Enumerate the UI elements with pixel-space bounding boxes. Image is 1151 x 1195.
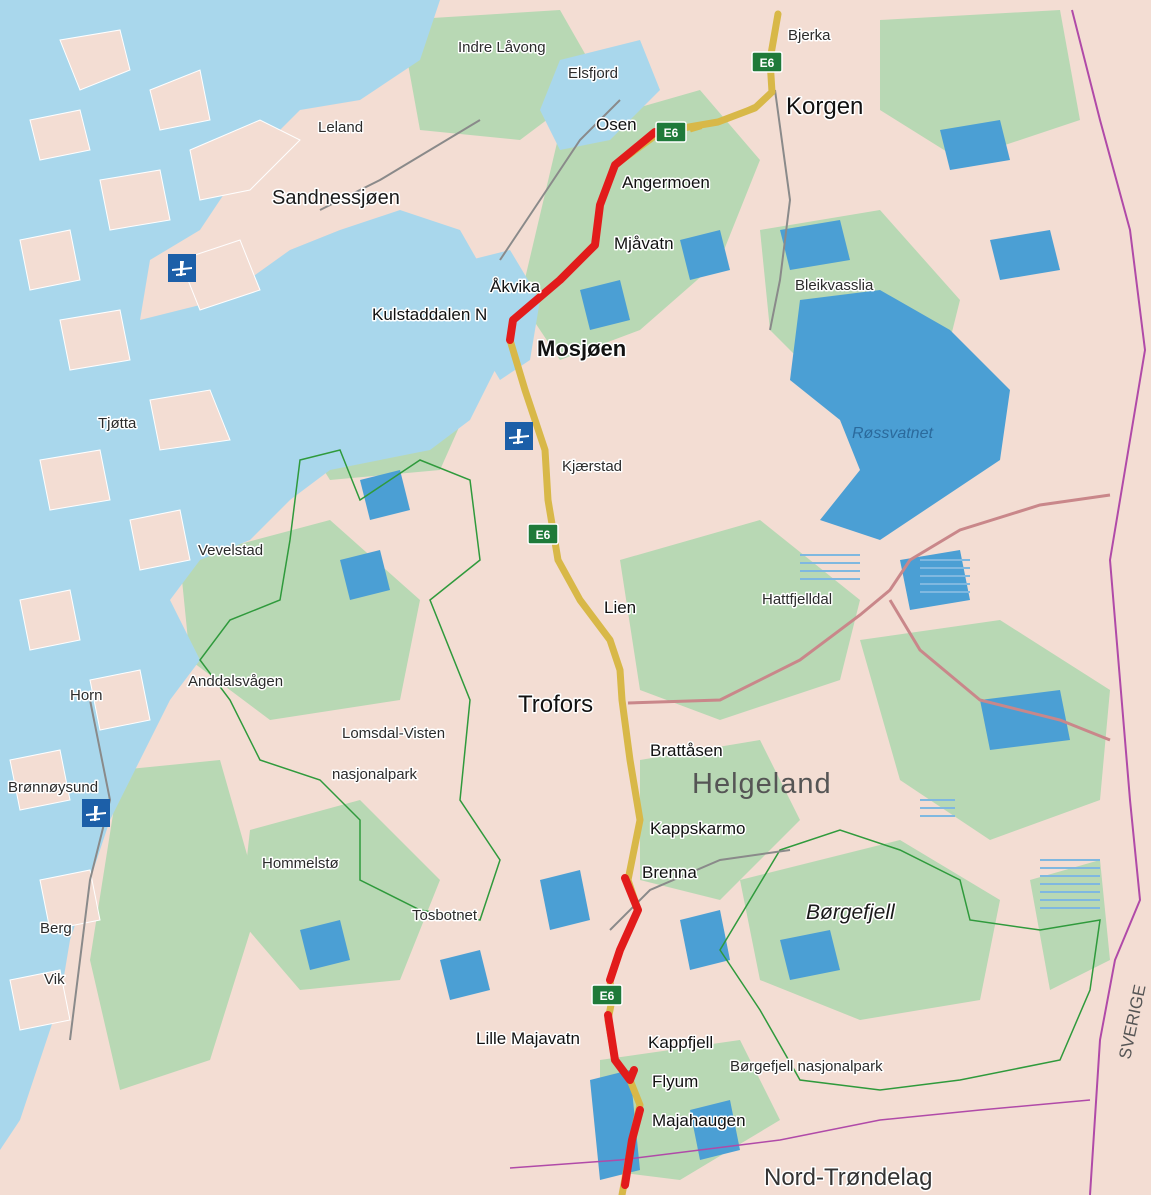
- sea: [0, 0, 500, 1150]
- svg-text:E6: E6: [600, 989, 615, 1003]
- park-border-borgefjell: [719, 829, 1101, 1091]
- lakes: [300, 120, 1070, 1180]
- e6-red-sections: [506, 128, 659, 1189]
- label-leland: Leland: [318, 119, 363, 136]
- islands: [9, 29, 301, 1031]
- label-sandnessjoen: Sandnessjøen: [272, 187, 400, 209]
- e6-sign-2: E6: [655, 121, 687, 143]
- airport-icon[interactable]: [168, 254, 196, 282]
- border-county: [509, 1099, 1091, 1169]
- label-elsfjord: Elsfjord: [568, 65, 618, 82]
- glacier-hatch: [800, 554, 1100, 909]
- label-kulstaddalen: Kulstaddalen N: [372, 305, 487, 324]
- label-indre-lavong: Indre Låvong: [458, 39, 546, 56]
- label-kjaerstad: Kjærstad: [562, 458, 622, 475]
- border-sverige: [1071, 9, 1147, 1195]
- label-brenna: Brenna: [642, 863, 697, 882]
- label-korgen: Korgen: [786, 93, 863, 120]
- label-kappskarmo: Kappskarmo: [650, 819, 745, 838]
- e6-sign-3: E6: [527, 523, 559, 545]
- label-mjavatn: Mjåvatn: [614, 234, 674, 253]
- label-vevelstad: Vevelstad: [198, 542, 263, 559]
- label-berg: Berg: [40, 920, 72, 937]
- label-mosjoen: Mosjøen: [537, 336, 626, 361]
- label-osen: Osen: [596, 115, 637, 134]
- label-kappfjell: Kappfjell: [648, 1033, 713, 1052]
- minor-roads: [69, 89, 792, 1041]
- label-trofors: Trofors: [518, 691, 593, 718]
- e6-sign-4: E6: [591, 984, 623, 1006]
- label-majahaugen: Majahaugen: [652, 1111, 746, 1130]
- fjord-north: [540, 40, 660, 150]
- svg-text:E6: E6: [536, 528, 551, 542]
- label-bjerka: Bjerka: [788, 27, 831, 44]
- e6-planned: [689, 102, 760, 133]
- label-bleikvasslia: Bleikvasslia: [795, 277, 874, 294]
- label-tosbotnet: Tosbotnet: [412, 907, 478, 924]
- label-hattfjelldal: Hattfjelldal: [762, 591, 832, 608]
- label-tjotta: Tjøtta: [98, 415, 137, 432]
- label-lille-majavatn: Lille Majavatn: [476, 1029, 580, 1048]
- label-flyum: Flyum: [652, 1072, 698, 1091]
- label-borgefjell: Børgefjell: [806, 901, 896, 924]
- label-lien: Lien: [604, 598, 636, 617]
- label-borgefjell-np: Børgefjell nasjonalpark: [730, 1058, 883, 1075]
- park-border-lomsdal: [199, 449, 501, 921]
- label-helgeland: Helgeland: [692, 768, 832, 800]
- label-akvika: Åkvika: [490, 277, 541, 296]
- label-brattasen: Brattåsen: [650, 741, 723, 760]
- svg-text:E6: E6: [760, 56, 775, 70]
- label-lomsdal-visten: Lomsdal-Visten: [342, 725, 445, 742]
- regional-roads: [627, 493, 1111, 742]
- airport-icon[interactable]: [505, 422, 533, 450]
- label-nasjonalpark: nasjonalpark: [332, 766, 418, 783]
- e6-sign-1: E6: [751, 51, 783, 73]
- airport-icon[interactable]: [82, 799, 110, 827]
- label-nord-trondelag: Nord-Trøndelag: [764, 1164, 933, 1191]
- svg-text:E6: E6: [664, 126, 679, 140]
- label-rossvatnet: Røssvatnet: [852, 425, 933, 442]
- label-vik: Vik: [44, 971, 65, 988]
- label-angermoen: Angermoen: [622, 173, 710, 192]
- label-hommelsto: Hommelstø: [262, 855, 339, 872]
- label-bronnoysund: Brønnøysund: [8, 779, 98, 796]
- label-horn: Horn: [70, 687, 103, 704]
- lake-rossvatnet: [790, 290, 1010, 540]
- label-anddalsvagen: Anddalsvågen: [188, 673, 283, 690]
- fjord: [470, 250, 540, 380]
